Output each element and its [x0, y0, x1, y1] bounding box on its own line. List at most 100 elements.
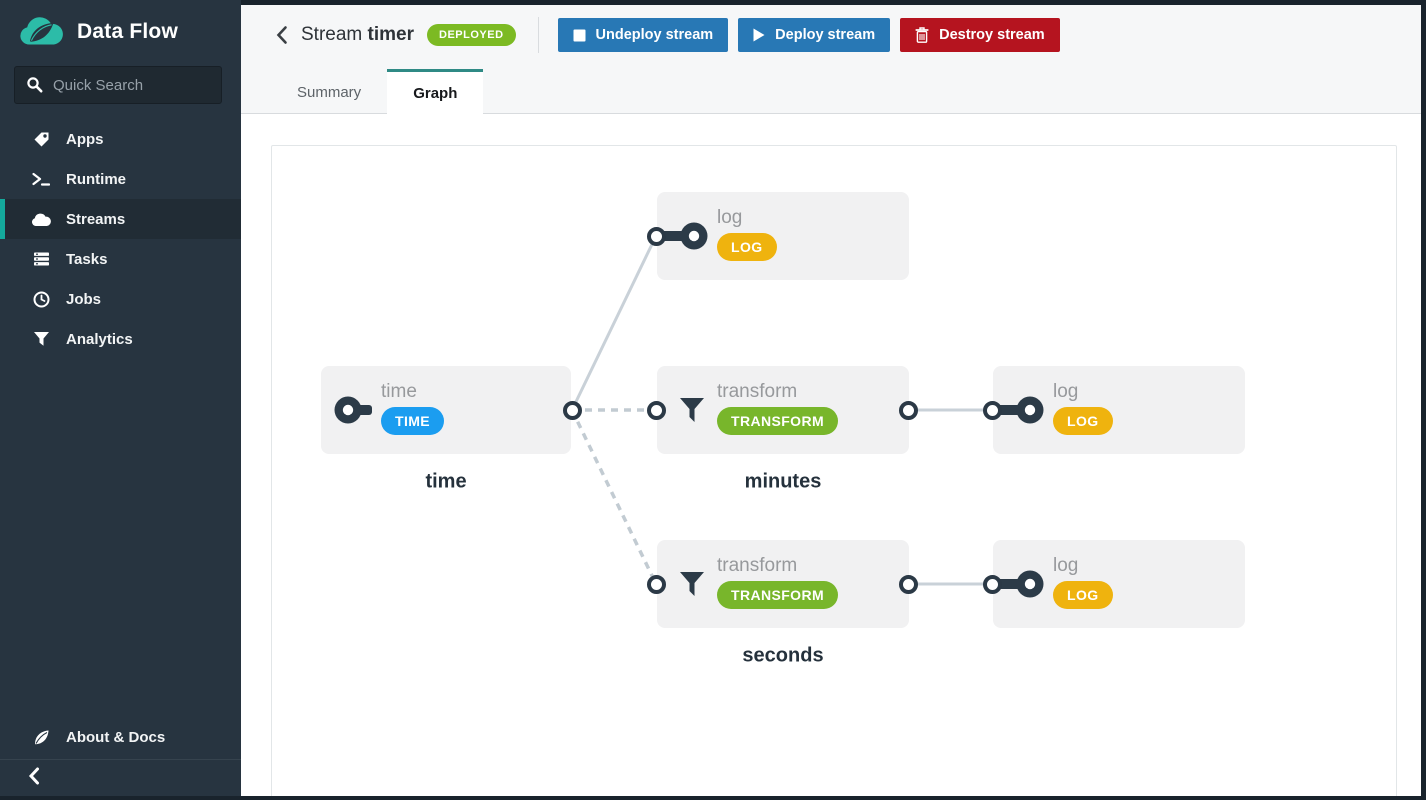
node-text: log LOG: [1053, 366, 1245, 435]
input-port-log-top[interactable]: [646, 226, 666, 246]
button-label: Destroy stream: [939, 27, 1045, 43]
button-label: Deploy stream: [775, 27, 876, 43]
sidebar-item-label: Apps: [66, 130, 104, 148]
node-title: transform: [717, 555, 798, 576]
chevron-left-icon: [276, 26, 287, 44]
clock-icon: [31, 291, 51, 308]
stream-header: Stream timer DEPLOYED Undeploy stream De…: [241, 5, 1421, 65]
tasks-icon: [31, 251, 51, 267]
back-button[interactable]: [275, 25, 288, 45]
tab-graph[interactable]: Graph: [387, 69, 484, 114]
tab-bar: Summary Graph: [271, 68, 484, 114]
sidebar-item-apps[interactable]: Apps: [0, 119, 241, 159]
node-title: time: [381, 381, 417, 402]
input-port-log-seconds[interactable]: [982, 574, 1002, 594]
sink-icon: [997, 395, 1045, 425]
node-title: transform: [717, 381, 798, 402]
page-title: Stream timer: [301, 24, 414, 46]
node-time[interactable]: time TIME: [321, 366, 571, 454]
leaf-icon: [31, 729, 51, 746]
trash-icon: [915, 27, 929, 43]
sidebar-item-tasks[interactable]: Tasks: [0, 239, 241, 279]
deployed-status-badge: DEPLOYED: [427, 24, 516, 46]
main-area: Stream timer DEPLOYED Undeploy stream De…: [241, 5, 1421, 796]
sidebar-footer: About & Docs: [0, 717, 241, 796]
sidebar-item-label: Tasks: [66, 250, 108, 268]
search-box[interactable]: [14, 66, 222, 104]
stream-name: timer: [367, 24, 414, 45]
undeploy-stream-button[interactable]: Undeploy stream: [557, 18, 729, 52]
search-icon: [27, 77, 43, 93]
search-input[interactable]: [51, 67, 215, 103]
sidebar-item-streams[interactable]: Streams: [0, 199, 241, 239]
node-text: transform TRANSFORM: [717, 366, 909, 435]
stream-label-minutes: minutes: [744, 470, 822, 493]
sidebar-item-label: Analytics: [66, 330, 133, 348]
node-text: log LOG: [717, 192, 909, 261]
node-text: transform TRANSFORM: [717, 540, 909, 609]
node-type-badge: TRANSFORM: [717, 407, 839, 435]
deploy-stream-button[interactable]: Deploy stream: [738, 18, 891, 52]
node-transform-minutes[interactable]: transform TRANSFORM: [657, 366, 909, 454]
destroy-stream-button[interactable]: Destroy stream: [900, 18, 1060, 52]
sidebar-item-about-docs[interactable]: About & Docs: [0, 717, 241, 757]
sidebar-item-label: About & Docs: [66, 728, 166, 746]
play-icon: [753, 28, 765, 42]
node-log-seconds[interactable]: log LOG: [993, 540, 1245, 628]
source-icon: [334, 395, 376, 425]
tab-label: Summary: [297, 83, 362, 101]
processor-icon: [679, 397, 705, 423]
tab-content: time TIME log LOG transform TRANSFORM lo…: [241, 114, 1421, 796]
node-type-badge: LOG: [1053, 581, 1113, 609]
stop-icon: [573, 29, 586, 42]
cloud-icon: [31, 212, 51, 227]
node-text: log LOG: [1053, 540, 1245, 609]
tab-label: Graph: [413, 84, 458, 102]
sidebar-item-label: Streams: [66, 210, 126, 228]
stream-label-time: time: [425, 470, 467, 493]
sidebar-item-analytics[interactable]: Analytics: [0, 319, 241, 359]
output-port-time[interactable]: [562, 400, 582, 420]
processor-icon: [679, 571, 705, 597]
input-port-transform-seconds[interactable]: [646, 574, 666, 594]
node-type-badge: LOG: [717, 233, 777, 261]
spring-cloud-logo-icon: [18, 14, 64, 50]
button-label: Undeploy stream: [595, 27, 714, 43]
node-text: time TIME: [381, 366, 571, 435]
graph-canvas[interactable]: time TIME log LOG transform TRANSFORM lo…: [271, 145, 1397, 796]
header-divider: [537, 17, 539, 53]
terminal-icon: [31, 171, 51, 187]
app-title: Data Flow: [77, 20, 178, 43]
topbar: Stream timer DEPLOYED Undeploy stream De…: [241, 5, 1421, 114]
node-transform-seconds[interactable]: transform TRANSFORM: [657, 540, 909, 628]
node-title: log: [1053, 555, 1079, 576]
sidebar: Data Flow Apps Runtime Streams Tasks Job: [0, 0, 241, 796]
chevron-left-icon: [28, 767, 40, 790]
node-log-minutes[interactable]: log LOG: [993, 366, 1245, 454]
output-port-transform-seconds[interactable]: [898, 574, 918, 594]
page-title-prefix: Stream: [301, 24, 363, 45]
stream-label-seconds: seconds: [742, 644, 824, 667]
stream-action-buttons: Undeploy stream Deploy stream Destroy st…: [557, 18, 1060, 52]
sidebar-item-jobs[interactable]: Jobs: [0, 279, 241, 319]
node-type-badge: LOG: [1053, 407, 1113, 435]
funnel-icon: [31, 331, 51, 347]
sidebar-item-runtime[interactable]: Runtime: [0, 159, 241, 199]
sidebar-item-label: Runtime: [66, 170, 126, 188]
sidebar-item-label: Jobs: [66, 290, 102, 308]
sidebar-divider: [0, 759, 241, 760]
node-title: log: [717, 207, 743, 228]
node-type-badge: TRANSFORM: [717, 581, 839, 609]
collapse-sidebar-button[interactable]: [0, 760, 241, 796]
node-log-top[interactable]: log LOG: [657, 192, 909, 280]
input-port-log-minutes[interactable]: [982, 400, 1002, 420]
logo-row: Data Flow: [0, 0, 241, 50]
input-port-transform-minutes[interactable]: [646, 400, 666, 420]
output-port-transform-minutes[interactable]: [898, 400, 918, 420]
sidebar-nav: Apps Runtime Streams Tasks Jobs Analytic…: [0, 119, 241, 359]
node-type-badge: TIME: [381, 407, 445, 435]
tag-icon: [31, 131, 51, 148]
tab-summary[interactable]: Summary: [271, 71, 387, 113]
sink-icon: [661, 221, 709, 251]
